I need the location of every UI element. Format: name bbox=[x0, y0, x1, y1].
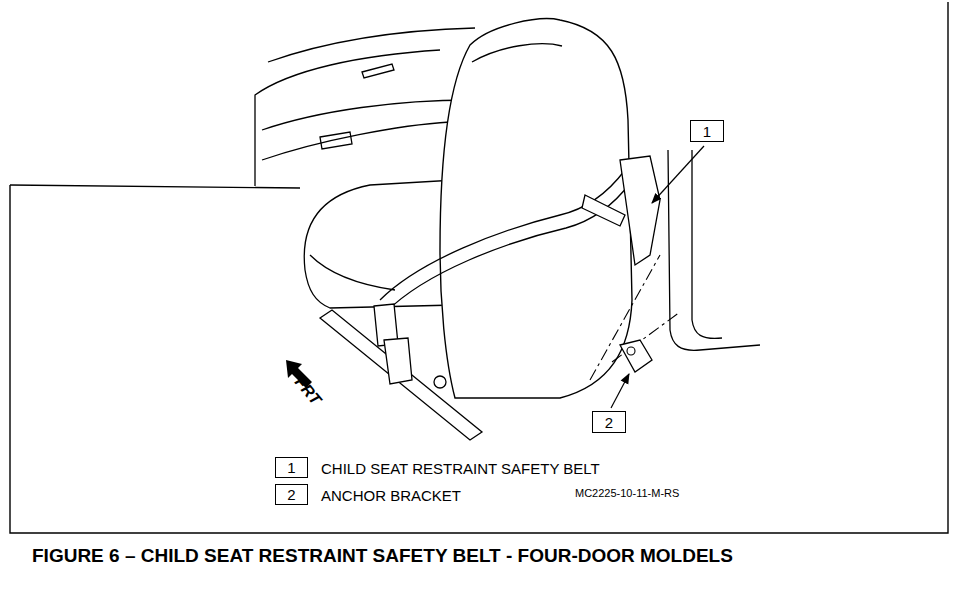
drawing-part bbox=[362, 64, 394, 78]
drawing-part bbox=[10, 185, 300, 188]
drawing-part bbox=[380, 165, 640, 300]
legend-entry: 2ANCHOR BRACKET bbox=[275, 484, 308, 505]
callout-number: 1 bbox=[703, 124, 711, 139]
callout-number: 2 bbox=[287, 487, 295, 502]
drawing-part bbox=[627, 347, 635, 355]
door-pillar bbox=[668, 150, 760, 350]
figure-caption: FIGURE 6 – CHILD SEAT RESTRAINT SAFETY B… bbox=[32, 546, 733, 565]
drawing-part bbox=[440, 19, 632, 398]
drawing-part bbox=[582, 195, 625, 226]
figure-code: MC2225-10-11-M-RS bbox=[575, 488, 679, 499]
drawing-part bbox=[386, 182, 631, 312]
drawing-part bbox=[384, 338, 412, 384]
drawing-part bbox=[320, 132, 352, 149]
door-panel bbox=[10, 28, 475, 188]
callout-number: 2 bbox=[605, 415, 613, 430]
drawing-part bbox=[590, 255, 660, 380]
drawing-part bbox=[611, 374, 629, 408]
drawing-part bbox=[620, 156, 660, 265]
callout-number: 2 bbox=[592, 411, 626, 433]
callout-number: 1 bbox=[287, 460, 295, 475]
drawing-part bbox=[320, 310, 482, 440]
drawing-part bbox=[310, 255, 395, 290]
leader-lines bbox=[611, 146, 704, 408]
drawing-part bbox=[262, 100, 470, 130]
drawing-part bbox=[692, 150, 722, 338]
callout-number: 1 bbox=[690, 120, 724, 142]
drawing-part bbox=[268, 28, 475, 62]
legend-text: ANCHOR BRACKET bbox=[321, 487, 461, 502]
drawing-part bbox=[10, 2, 948, 533]
drawing-part bbox=[255, 50, 440, 186]
drawing-part bbox=[304, 180, 455, 308]
anchor-bracket-drawing bbox=[590, 255, 680, 380]
seat-rail bbox=[320, 310, 482, 440]
drawing-part bbox=[620, 340, 652, 372]
drawing-part bbox=[668, 150, 760, 350]
legend-text: CHILD SEAT RESTRAINT SAFETY BELT bbox=[321, 460, 600, 475]
drawing-part bbox=[262, 122, 450, 160]
restraint-belt bbox=[374, 156, 660, 346]
drawing-part bbox=[652, 146, 704, 203]
figure-frame bbox=[10, 2, 948, 533]
seat-back bbox=[440, 19, 632, 398]
legend-entry: 1CHILD SEAT RESTRAINT SAFETY BELT bbox=[275, 457, 308, 478]
drawing-part bbox=[434, 376, 446, 388]
direction-label: FRT bbox=[292, 374, 324, 408]
drawing-part bbox=[472, 44, 562, 62]
